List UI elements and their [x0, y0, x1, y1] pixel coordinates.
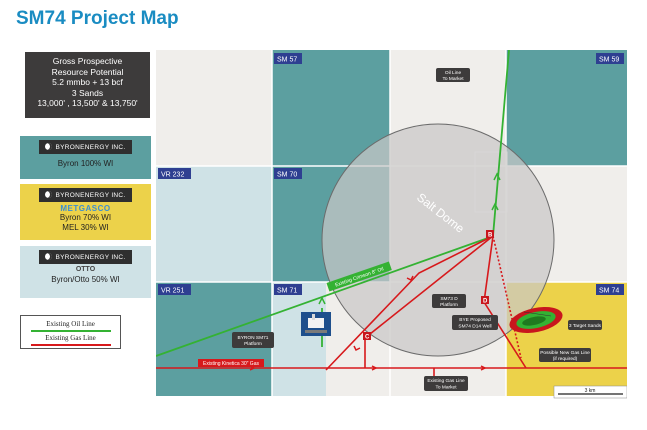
marker-b-box: [486, 230, 494, 238]
marker-c: C: [365, 335, 370, 341]
page-title: SM74 Project Map: [16, 8, 179, 29]
byron-moon-icon: [45, 143, 53, 150]
sm73-line1: SM73 D: [440, 296, 458, 302]
panel-text: Byron/Otto 50% WI: [51, 275, 120, 284]
pipeline-legend: Existing Oil Line Existing Gas Line: [20, 315, 121, 349]
panel-text: MEL 30% WI: [62, 223, 109, 232]
resource-line: Resource Potential: [51, 66, 124, 77]
gas-market-line2: To Market: [435, 385, 457, 391]
resource-line: 5.2 mmbo + 13 bcf: [52, 77, 123, 87]
salt-dome: [321, 123, 555, 357]
resource-line: 13,000' , 13,500' & 13,750': [37, 98, 138, 108]
well-line2: SM74 D14 Well: [458, 324, 491, 330]
target-sands-icon: [509, 306, 563, 334]
byron-moon-icon: [45, 191, 53, 198]
byron-logo: BYRONENERGY INC.: [39, 140, 132, 154]
marker-d-box: [481, 296, 489, 304]
gas-line-sm70: [325, 235, 494, 371]
callout-oil-market: [436, 68, 470, 82]
svg-text:Existing Kinetica 30" Gas: Existing Kinetica 30" Gas: [203, 361, 259, 367]
resource-line: Gross Prospective: [52, 56, 123, 66]
block-sm71: [272, 282, 326, 396]
callout-new-gas: [539, 348, 591, 362]
block-vr232: [156, 166, 272, 282]
marker-c-box: [363, 332, 371, 340]
ownership-panel-otto: BYRONENERGY INC. OTTO Byron/Otto 50% WI: [20, 246, 151, 298]
callout-proposed-well: [452, 315, 498, 330]
legend-oil-label: Existing Oil Line: [46, 320, 95, 328]
oil-market-line1: Oil Line: [445, 70, 462, 76]
label-sm71-bg: [274, 284, 302, 295]
byron-moon-icon: [45, 253, 53, 260]
block-sm59: [506, 50, 627, 166]
sm71-platform-icon: [301, 312, 331, 336]
label-sm70-bg: [274, 168, 302, 179]
callout-gas-market: [424, 376, 468, 391]
scale-bar: 3 km: [553, 385, 627, 399]
label-sm70: SM 70: [277, 172, 297, 179]
callout-target-sands: [568, 320, 602, 330]
svg-text:3 km: 3 km: [585, 388, 596, 394]
label-sm74: SM 74: [599, 288, 619, 295]
callout-byron-sm71: [232, 332, 274, 348]
sm73-line2: Platform: [440, 302, 458, 308]
label-sm57-bg: [274, 53, 302, 64]
oil-market-line2: To Market: [442, 76, 464, 82]
gas-market-line1: Existing Gas Line: [427, 378, 465, 384]
byron-logo: BYRONENERGY INC.: [39, 250, 132, 264]
possible-new-gas-line: [492, 235, 522, 359]
callout-sm73: [432, 294, 466, 308]
kinetica-gas-label: Existing Kinetica 30" Gas: [198, 359, 264, 367]
panel-text: Byron 100% WI: [57, 159, 114, 168]
label-sm59-bg: [596, 53, 624, 64]
label-sm59: SM 59: [599, 57, 619, 64]
marker-d: D: [483, 299, 488, 305]
legend-gas-label: Existing Gas Line: [45, 334, 96, 342]
well-path: [523, 311, 552, 317]
label-sm57: SM 57: [277, 57, 297, 64]
panel-text: Byron 70% WI: [59, 213, 112, 222]
oil-arrows: [318, 172, 501, 305]
resource-potential-box: Gross Prospective Resource Potential 5.2…: [25, 52, 150, 118]
byron-sm71-line2: Platform: [244, 341, 262, 347]
label-sm74-bg: [596, 284, 624, 295]
new-gas-line1: Possible New Gas Line: [540, 350, 590, 356]
project-map: SM 57 SM 59 VR 232 SM 70 VR 251 SM 71 SM…: [156, 50, 627, 399]
legend-gas-line: [31, 344, 111, 346]
well-line1: BYE Proposed: [459, 317, 491, 323]
label-vr251: VR 251: [161, 288, 184, 295]
otto-logo: OTTO: [75, 266, 96, 273]
resource-line: 3 Sands: [71, 87, 104, 98]
new-gas-line2: (if required): [553, 356, 578, 362]
byron-logo: BYRONENERGY INC.: [39, 188, 132, 202]
metgasco-logo: METGASCO: [60, 204, 111, 213]
legend-oil-line: [31, 330, 111, 332]
ownership-panel-byron: BYRONENERGY INC. Byron 100% WI: [20, 136, 151, 179]
label-vr232-bg: [158, 168, 191, 179]
ownership-panel-metgasco: BYRONENERGY INC. METGASCO Byron 70% WI M…: [20, 184, 151, 240]
byron-sm71-line1: BYRON SM71: [238, 335, 269, 341]
markers: B C D: [363, 230, 494, 341]
label-vr251-bg: [158, 284, 191, 295]
target-sands-label: 3 Target Sands: [569, 323, 602, 329]
label-vr232: VR 232: [161, 172, 184, 179]
label-sm71: SM 71: [277, 288, 297, 295]
marker-b: B: [488, 233, 493, 239]
